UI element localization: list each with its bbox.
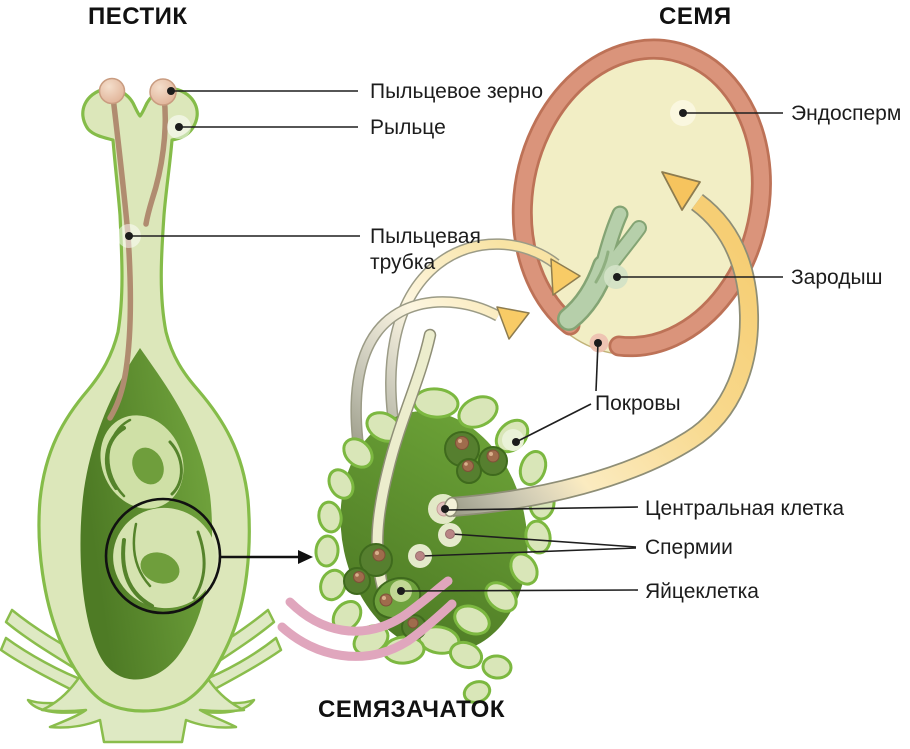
label-central-cell: Центральная клетка (645, 497, 845, 520)
ovary-ovule-upper (100, 415, 184, 509)
label-endosperm: Эндосперм (791, 102, 902, 125)
thin-arrowhead-lower (496, 306, 530, 340)
thin-arrowhead-upper (550, 258, 581, 296)
title-seed: СЕМЯ (659, 3, 732, 30)
nuclei-highlights (355, 439, 493, 600)
pollen-grain-shapes (98, 77, 177, 106)
label-egg: Яйцеклетка (645, 580, 759, 603)
label-embryo: Зародыш (791, 266, 883, 289)
pink-ribbons (277, 576, 457, 661)
pollen-tubes-in-pistil (107, 94, 168, 421)
development-arrow-big (443, 171, 760, 518)
embryo-shape (557, 205, 647, 331)
title-ovule: СЕМЯЗАЧАТОК (318, 696, 505, 723)
label-pollen-grain: Пыльцевое зерно (370, 80, 543, 103)
ovary-ovule-lower (113, 507, 217, 609)
label-stigma: Рыльце (370, 116, 446, 139)
label-integuments: Покровы (595, 392, 681, 415)
title-pistil: ПЕСТИК (88, 3, 188, 30)
sperm-anchor-dots (415, 529, 455, 561)
seed-coat (514, 41, 770, 355)
magnifier-arrowhead (298, 550, 313, 564)
pistil-illustration (0, 77, 313, 744)
leader-dots (125, 87, 687, 595)
development-arrows-thin (350, 238, 581, 472)
magnifier-circle (104, 497, 222, 615)
leader-lines (129, 90, 783, 592)
big-arrowhead (661, 171, 701, 211)
label-sperm: Спермии (645, 536, 733, 559)
label-pollen-tube: Пыльцевая трубка (370, 225, 481, 274)
ovule-illustration (277, 328, 556, 704)
